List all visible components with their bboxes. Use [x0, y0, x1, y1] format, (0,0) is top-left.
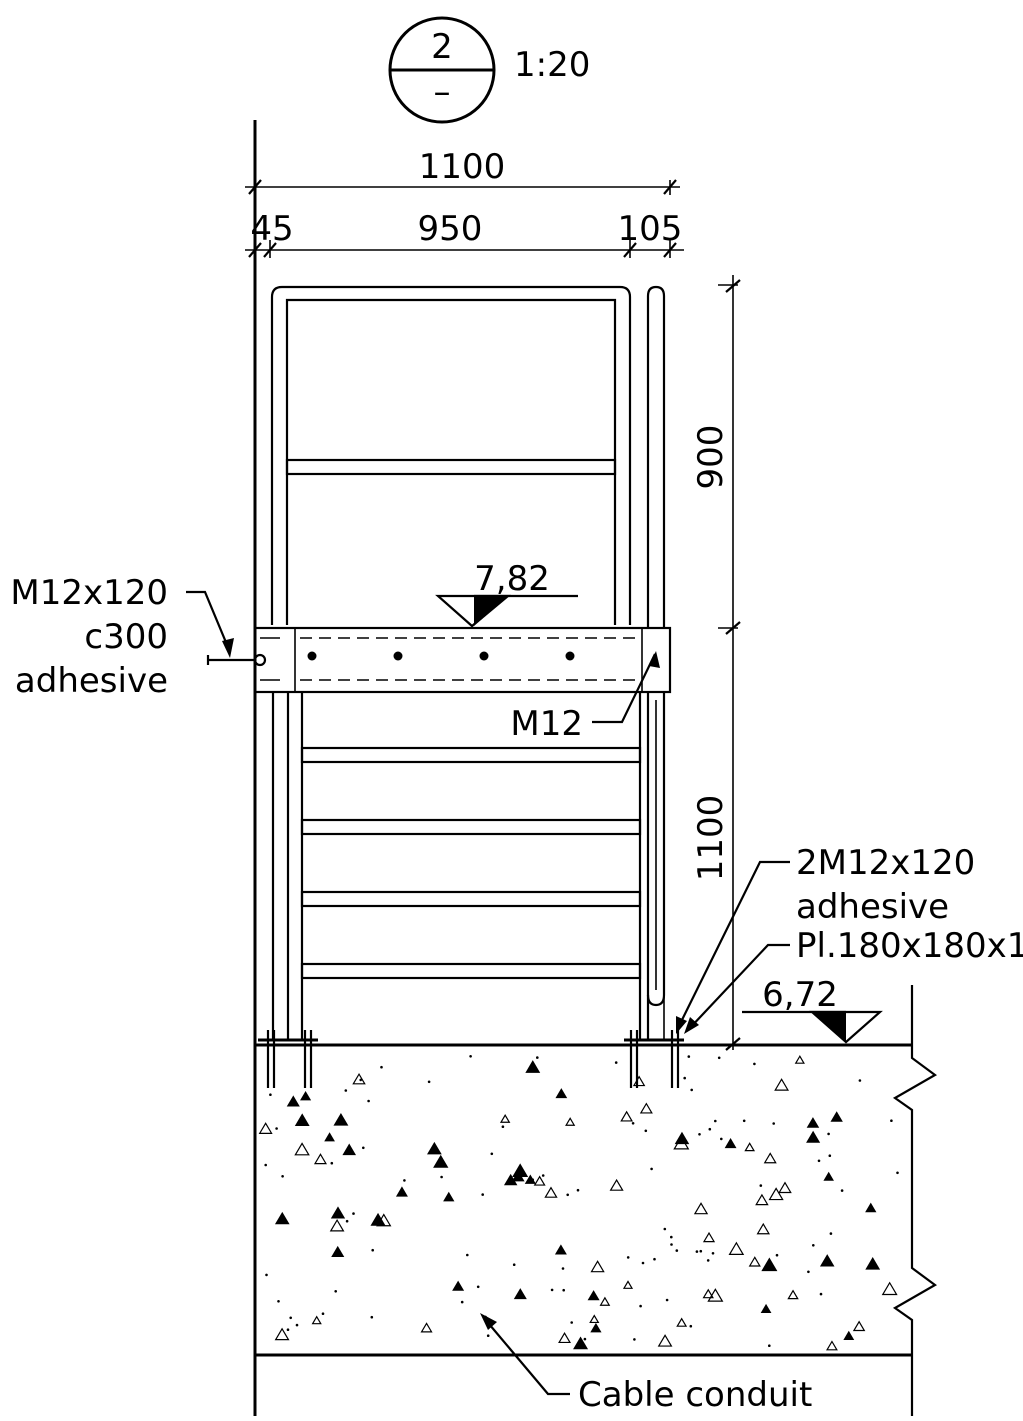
label-base-plate: Pl.180x180x15	[684, 926, 1023, 1034]
level-top-value: 7,82	[474, 559, 550, 599]
bolt-dot	[479, 651, 489, 661]
vertical-dimensions: 900 1100	[691, 275, 741, 1051]
bolt-dot	[393, 651, 403, 661]
dim-lower-height: 1100	[691, 795, 731, 882]
dim-upper-height: 900	[691, 425, 731, 490]
label-bolt: M12	[510, 651, 660, 744]
label-cable-conduit: Cable conduit	[480, 1313, 812, 1415]
detail-scale: 1:20	[514, 45, 590, 85]
base-anchors	[258, 1030, 684, 1088]
anchor-left-line-3: adhesive	[15, 661, 168, 701]
bolt-dot	[565, 651, 575, 661]
concrete-aggregate	[258, 1055, 899, 1351]
level-ground-value: 6,72	[762, 975, 838, 1015]
concrete-slab	[255, 985, 938, 1416]
dim-left-offset: 45	[250, 209, 293, 249]
label-base-anchor: 2M12x120 adhesive	[676, 843, 975, 1034]
detail-number: 2	[431, 27, 453, 67]
anchor-left-line-1: M12x120	[10, 573, 168, 613]
dim-middle-width: 950	[418, 209, 483, 249]
base-anchor-line-1: 2M12x120	[796, 843, 975, 883]
detail-sub: –	[434, 72, 451, 112]
level-marker-ground: 6,72	[742, 975, 883, 1044]
label-anchor-left: M12x120 c300 adhesive	[10, 573, 234, 701]
upper-handrail	[270, 285, 666, 627]
level-marker-top: 7,82	[435, 559, 578, 628]
anchor-left-line-2: c300	[84, 617, 168, 657]
base-plate-label: Pl.180x180x15	[796, 926, 1023, 966]
base-anchor-line-2: adhesive	[796, 887, 949, 927]
cable-conduit-label: Cable conduit	[578, 1375, 812, 1415]
bolt-dot	[307, 651, 317, 661]
dim-overall-width: 1100	[419, 147, 506, 187]
horizontal-dimensions: 1100 45 950 105	[245, 147, 684, 258]
dim-right-offset: 105	[618, 209, 683, 249]
lower-stair	[271, 692, 666, 1040]
beam	[206, 626, 672, 694]
bolt-label: M12	[510, 704, 583, 744]
detail-marker: 2 – 1:20	[388, 16, 590, 124]
